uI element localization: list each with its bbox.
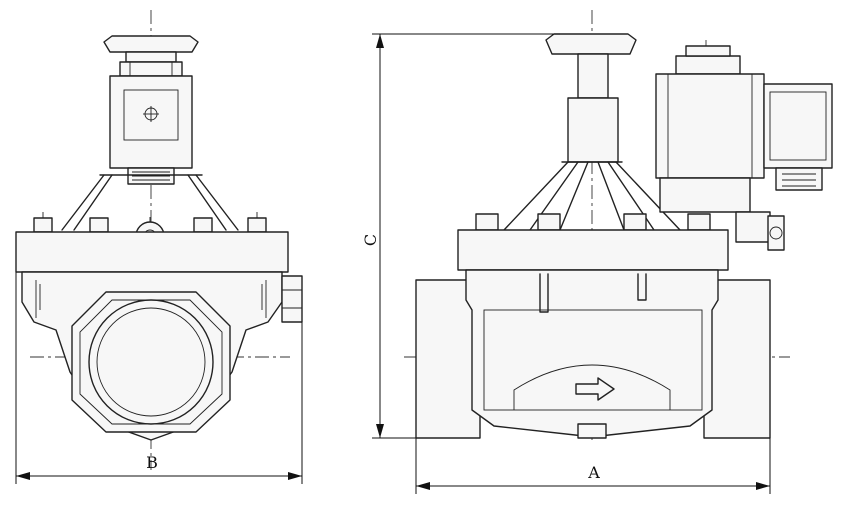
dimension-a-label: A [587,463,600,482]
front-view-flange-bolts [475,213,711,231]
front-view-manual-knob [767,215,785,251]
front-view-hand-knob [545,33,637,163]
side-view: B [15,10,303,484]
front-view-cover-flange [457,229,729,271]
dimension-c-label: C [361,234,380,246]
front-view: A C [361,10,833,494]
side-view-side-port [281,275,303,323]
dimension-a: A [415,438,771,494]
front-view-solenoid-head [655,45,771,243]
side-view-cover-flange [15,231,289,273]
front-view-body [415,269,771,439]
front-view-body-tabs [539,273,647,313]
dimension-c: C [361,33,560,439]
flow-direction-arrow [575,377,615,401]
front-view-connector-plug [763,83,833,191]
side-view-hand-knob [103,35,199,77]
dimension-b-label: B [146,453,158,472]
side-view-flange-bolts [33,212,267,233]
dimension-b: B [15,272,303,484]
side-view-pipe-port [71,291,231,433]
side-view-solenoid-coil [109,75,193,185]
side-view-support-ribs [61,174,239,231]
